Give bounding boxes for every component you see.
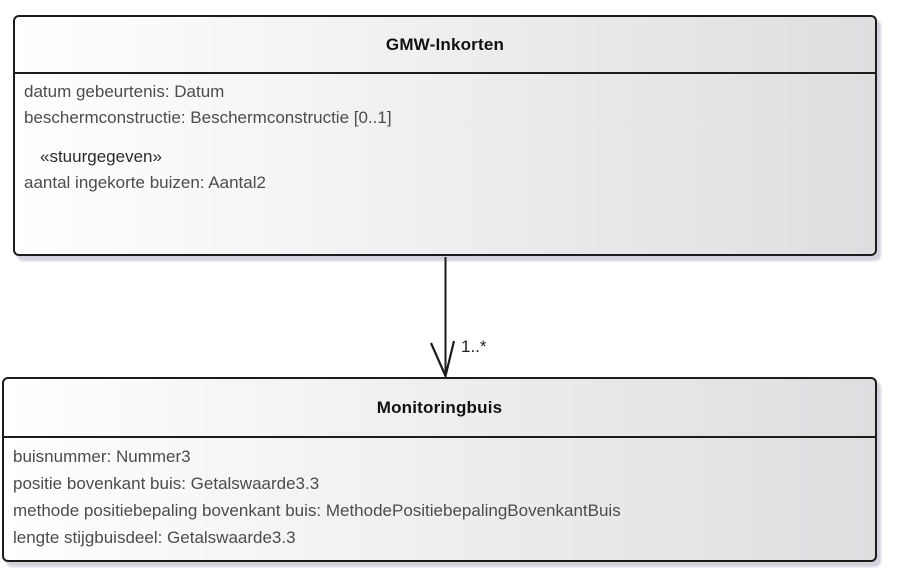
class-body-gmw-inkorten: datum gebeurtenis: Datum beschermconstru… [15, 74, 875, 201]
class-monitoringbuis[interactable]: Monitoringbuis buisnummer: Nummer3 posit… [2, 377, 877, 562]
class-gmw-inkorten[interactable]: GMW-Inkorten datum gebeurtenis: Datum be… [13, 15, 877, 256]
multiplicity-label: 1..* [461, 337, 487, 356]
class-body-monitoringbuis: buisnummer: Nummer3 positie bovenkant bu… [4, 438, 875, 556]
attribute-datum-gebeurtenis: datum gebeurtenis: Datum [24, 82, 225, 101]
attribute-methode-positiebepaling: methode positiebepaling bovenkant buis: … [13, 501, 621, 520]
attribute-positie-bovenkant-buis: positie bovenkant buis: Getalswaarde3.3 [13, 474, 320, 493]
attribute-beschermconstructie: beschermconstructie: Beschermconstructie… [24, 108, 392, 127]
attribute-buisnummer: buisnummer: Nummer3 [13, 447, 191, 466]
class-title-gmw-inkorten: GMW-Inkorten [15, 17, 875, 74]
attribute-aantal-ingekorte-buizen: aantal ingekorte buizen: Aantal2 [24, 173, 266, 192]
attribute-lengte-stijgbuisdeel: lengte stijgbuisdeel: Getalswaarde3.3 [13, 528, 296, 547]
class-title-monitoringbuis: Monitoringbuis [4, 379, 875, 438]
stereotype-stuurgegeven: «stuurgegeven» [40, 147, 162, 166]
open-arrowhead-icon [429, 340, 456, 380]
